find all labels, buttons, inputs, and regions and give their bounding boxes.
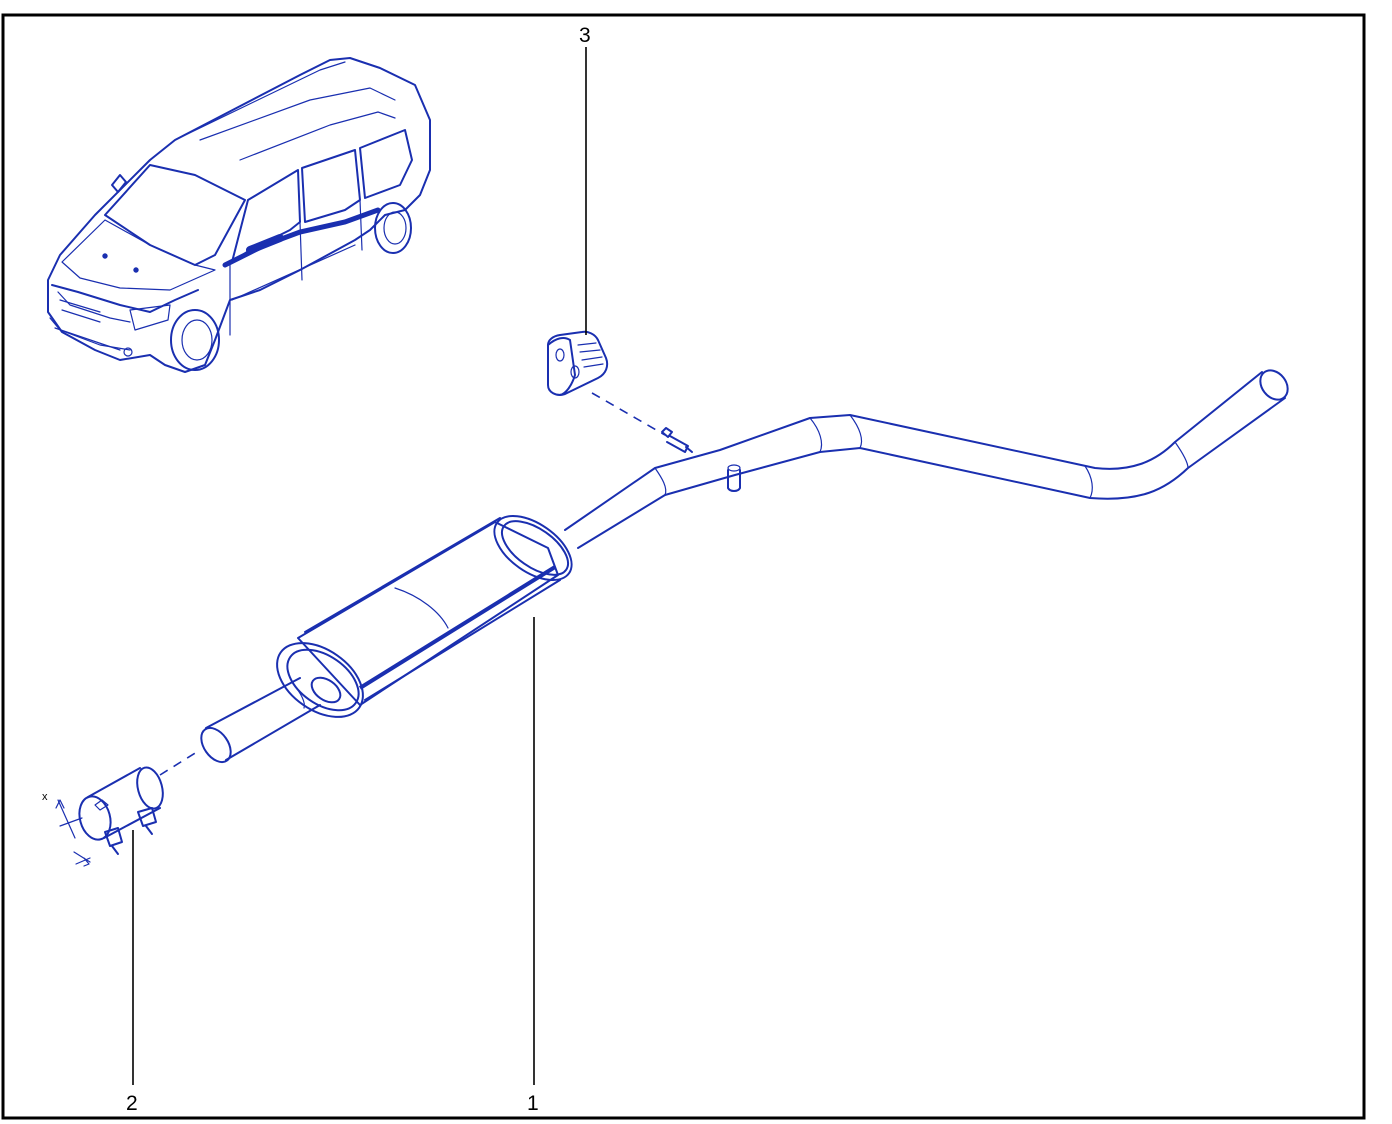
dimension-label: x: [42, 791, 48, 803]
vehicle-illustration: [47, 57, 431, 373]
callout-2: 2: [126, 1092, 138, 1115]
part-1-exhaust-assembly: [200, 369, 1289, 764]
diagram-border: [1, 13, 1366, 1120]
callout-1: 1: [527, 1092, 539, 1115]
hanger-pin: [661, 427, 693, 453]
clamp-dimension: x: [42, 791, 91, 867]
part-3-rubber-hanger: [547, 330, 609, 396]
part-2-clamp: [78, 766, 164, 855]
callout-3: 3: [579, 24, 591, 47]
